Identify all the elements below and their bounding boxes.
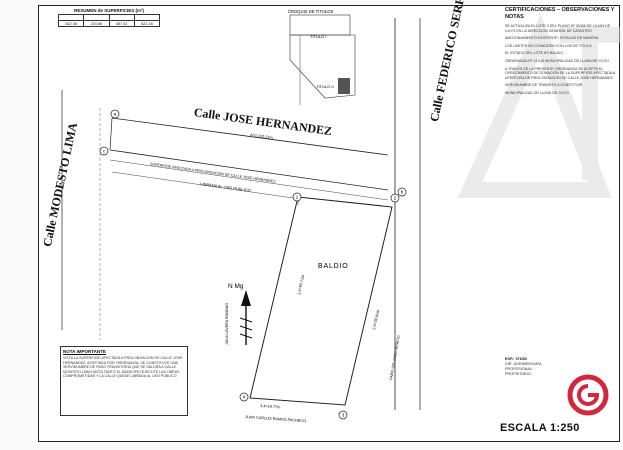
reference-prof: PROFESIONAL: xyxy=(505,367,534,371)
surface-table-title: RESUMEN de SUPERFICIES (m²) xyxy=(73,8,144,13)
note-item: A TRAVES DE LA PRESENTE ORDENANZA SE ACE… xyxy=(505,66,616,80)
surface-value-3: 387.62 xyxy=(108,20,135,27)
reference-block: EXP.: 376/92 DIR. AGRIMENSURA PROFESIONA… xyxy=(505,357,617,415)
surface-table: RESUMEN de SUPERFICIES (m²) 622.48 234.8… xyxy=(57,8,161,27)
librada-label: LIBRADA AL USO PUBLICO xyxy=(200,181,251,193)
bottom-neighbor-label: JUAN CARLOS RAMOS PACHECO xyxy=(245,415,306,423)
important-note-box: NOTA IMPORTANTE VISTA LA SUPERFICIE AFEC… xyxy=(60,346,188,416)
point-a-label: a xyxy=(114,112,117,117)
dim-bottom-label: 3-4=16.77m xyxy=(260,404,281,409)
important-note-body: VISTA LA SUPERFICIE AFECTADA A PROLONGAC… xyxy=(63,356,183,379)
reference-dir: DIR. AGRIMENSURA xyxy=(505,362,542,366)
dim-north-label: A=1:120.21m xyxy=(250,133,273,140)
north-label: N Mg xyxy=(228,283,244,290)
titulo-i-label: TITULO I xyxy=(310,34,326,39)
scale-label: ESCALA 1:250 xyxy=(500,422,580,434)
right-neighbor-label: FABIO ORLANDO MORCIO xyxy=(389,335,401,380)
surface-value-2: 234.86 xyxy=(83,20,110,27)
note-item: SERVIDUMBRE DE TRANSITO A CONSTITUIR xyxy=(505,83,583,88)
point-3-label: 3 xyxy=(342,413,345,418)
point-b-label: b xyxy=(401,190,404,195)
top-sketch-label: CROQUIS DE TITULOS xyxy=(288,9,334,14)
notes-column: CERTIFICACIONES – OBSERVACIONES Y NOTAS … xyxy=(505,7,617,352)
note-item: MUNICIPALIDAD DE LUJAN DE CUYO xyxy=(505,90,569,95)
dim-right-label: 2-3=39.01m xyxy=(372,309,380,330)
point-4-label: 4 xyxy=(243,395,246,400)
important-note-heading: NOTA IMPORTANTE xyxy=(63,349,106,354)
watermark xyxy=(457,14,620,198)
note-item: EL ESTADO DEL LOTE ES BALDIO xyxy=(505,51,563,56)
note-item: SE ACTUALIZA EL LOTE 3 DEL PLANO Nº 3045… xyxy=(505,24,611,33)
dim-long-label: 1-2=95.71m xyxy=(297,274,305,295)
reference-exp: EXP.: 376/92 xyxy=(505,357,528,361)
point-c-label: c xyxy=(103,149,106,154)
point-2-label: 2 xyxy=(394,196,397,201)
north-arrow-icon xyxy=(239,290,253,345)
surface-value-4: 622.48 xyxy=(133,20,161,27)
left-neighbor-label: JULIA LOVERA ROMANO xyxy=(225,303,229,345)
cesion-label: SUPERFICIE AFECTADA A PROLONGACION DE CA… xyxy=(150,162,277,184)
surface-value-1: 622.48 xyxy=(57,20,85,27)
baldio-label: BALDIO xyxy=(318,263,348,270)
note-item: LOS LIMITES NO COINCIDEN CON LOS DE TITU… xyxy=(505,43,592,48)
reference-prop: PROPIETARIO: xyxy=(505,372,532,376)
note-item: AMOJONAMIENTO EXISTENTE: ESTACAS DE MADE… xyxy=(505,36,599,41)
notes-heading: CERTIFICACIONES – OBSERVACIONES Y NOTAS xyxy=(505,7,615,20)
note-item: ORDENANZA Nº 13.519 MUNICIPALIDAD DE LUJ… xyxy=(505,58,609,63)
titulo-ii-label: TITULO II xyxy=(316,84,334,89)
surveyor-logo-icon xyxy=(567,374,609,416)
point-1-label: 1 xyxy=(296,195,299,200)
